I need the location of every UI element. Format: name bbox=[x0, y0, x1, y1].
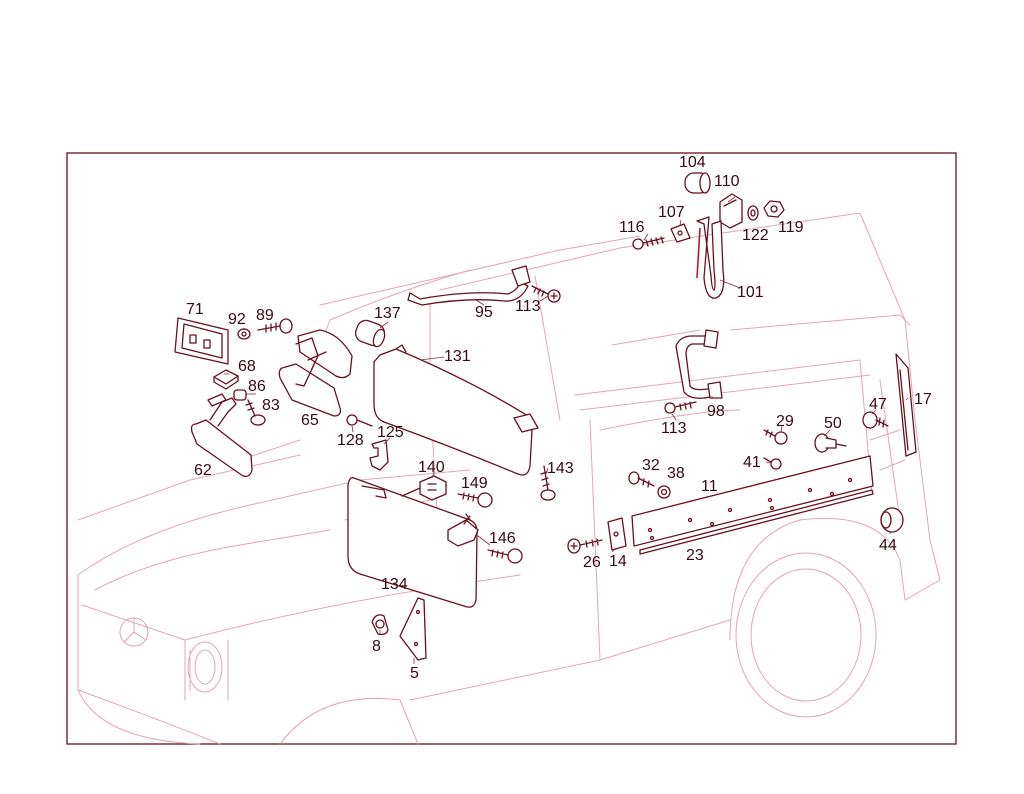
callout-5[interactable]: 5 bbox=[410, 665, 419, 682]
part-5-panel bbox=[399, 597, 427, 661]
callout-32[interactable]: 32 bbox=[642, 457, 660, 474]
callout-131[interactable]: 131 bbox=[444, 348, 471, 365]
callout-11[interactable]: 11 bbox=[701, 478, 718, 495]
callout-29[interactable]: 29 bbox=[776, 413, 794, 430]
part-89-screw bbox=[257, 318, 293, 334]
part-122-washer bbox=[747, 205, 759, 221]
diagram-frame bbox=[66, 152, 957, 745]
part-131-sun-visor bbox=[373, 344, 539, 476]
callout-14[interactable]: 14 bbox=[609, 553, 627, 570]
part-113-screw-lower bbox=[664, 401, 697, 414]
part-116-screw bbox=[632, 236, 665, 250]
part-98-handle bbox=[675, 329, 723, 399]
callout-50[interactable]: 50 bbox=[824, 415, 842, 432]
callout-143[interactable]: 143 bbox=[547, 460, 574, 477]
part-101-strap bbox=[696, 216, 725, 299]
callout-107[interactable]: 107 bbox=[658, 204, 685, 221]
callout-128[interactable]: 128 bbox=[337, 432, 364, 449]
part-47-clip bbox=[862, 411, 889, 429]
part-119-nut bbox=[763, 200, 785, 218]
callout-113-lower[interactable]: 113 bbox=[661, 420, 687, 437]
part-50-fastener bbox=[814, 433, 847, 453]
part-113-screw-upper bbox=[531, 285, 561, 303]
part-104-bushing bbox=[684, 172, 711, 194]
callout-26[interactable]: 26 bbox=[583, 554, 601, 571]
part-68-pad bbox=[213, 369, 239, 390]
part-38-washer bbox=[657, 485, 671, 499]
part-41-clip bbox=[763, 457, 782, 470]
callout-17[interactable]: 17 bbox=[914, 391, 932, 408]
callout-47[interactable]: 47 bbox=[869, 396, 887, 413]
callout-41[interactable]: 41 bbox=[743, 454, 761, 471]
part-62-mirror bbox=[190, 393, 253, 478]
callout-149[interactable]: 149 bbox=[461, 475, 488, 492]
callout-137[interactable]: 137 bbox=[374, 305, 401, 322]
callout-38[interactable]: 38 bbox=[667, 465, 685, 482]
callout-92[interactable]: 92 bbox=[228, 311, 246, 328]
part-14-plate bbox=[607, 517, 627, 551]
callout-71[interactable]: 71 bbox=[186, 301, 204, 318]
part-71-mounting-plate bbox=[174, 317, 229, 365]
callout-116[interactable]: 116 bbox=[619, 219, 645, 236]
part-8-grommet bbox=[371, 614, 389, 636]
callout-89[interactable]: 89 bbox=[256, 307, 274, 324]
callout-68[interactable]: 68 bbox=[238, 358, 256, 375]
callout-62[interactable]: 62 bbox=[194, 462, 212, 479]
callout-125[interactable]: 125 bbox=[377, 424, 404, 441]
part-86-clip bbox=[233, 389, 247, 401]
part-146-hinge bbox=[447, 513, 523, 564]
part-44-plug bbox=[880, 507, 904, 533]
callout-labels: 104 110 107 116 122 119 101 95 113 137 1… bbox=[186, 154, 932, 682]
part-23-strip bbox=[639, 489, 874, 555]
part-140-hinge bbox=[401, 475, 447, 501]
callout-146[interactable]: 146 bbox=[489, 530, 516, 547]
part-11-rail bbox=[631, 455, 874, 547]
part-26-screw bbox=[567, 538, 603, 554]
part-149-screw bbox=[457, 492, 493, 508]
callout-140[interactable]: 140 bbox=[418, 459, 445, 476]
callout-8[interactable]: 8 bbox=[372, 638, 381, 655]
callout-95[interactable]: 95 bbox=[475, 304, 493, 321]
callout-23[interactable]: 23 bbox=[686, 547, 704, 564]
callout-110[interactable]: 110 bbox=[714, 173, 740, 190]
part-107-pad bbox=[670, 223, 691, 243]
callout-101[interactable]: 101 bbox=[737, 284, 764, 301]
part-95-grab-handle bbox=[407, 265, 531, 306]
callout-44[interactable]: 44 bbox=[879, 537, 897, 554]
part-17-trim-strip bbox=[895, 353, 917, 457]
part-125-bracket bbox=[369, 439, 389, 471]
callout-134[interactable]: 134 bbox=[381, 576, 408, 593]
part-110-clamp bbox=[719, 193, 743, 229]
part-143-screw bbox=[540, 465, 556, 501]
callout-119[interactable]: 119 bbox=[778, 219, 804, 236]
callout-65[interactable]: 65 bbox=[301, 412, 319, 429]
callout-86[interactable]: 86 bbox=[248, 378, 266, 395]
callout-113-upper[interactable]: 113 bbox=[515, 298, 541, 315]
leader-lines bbox=[224, 196, 909, 664]
part-92-washer bbox=[237, 328, 251, 340]
callout-83[interactable]: 83 bbox=[262, 397, 280, 414]
part-83-screw bbox=[245, 399, 266, 426]
part-29-screw bbox=[763, 429, 788, 445]
callout-104[interactable]: 104 bbox=[679, 154, 706, 171]
part-137-cap bbox=[354, 319, 386, 348]
callout-98[interactable]: 98 bbox=[707, 403, 725, 420]
part-128-pin bbox=[346, 414, 373, 427]
part-32-bolt bbox=[628, 471, 655, 488]
callout-122[interactable]: 122 bbox=[742, 227, 769, 244]
part-65-mirror-assembly bbox=[278, 329, 353, 417]
